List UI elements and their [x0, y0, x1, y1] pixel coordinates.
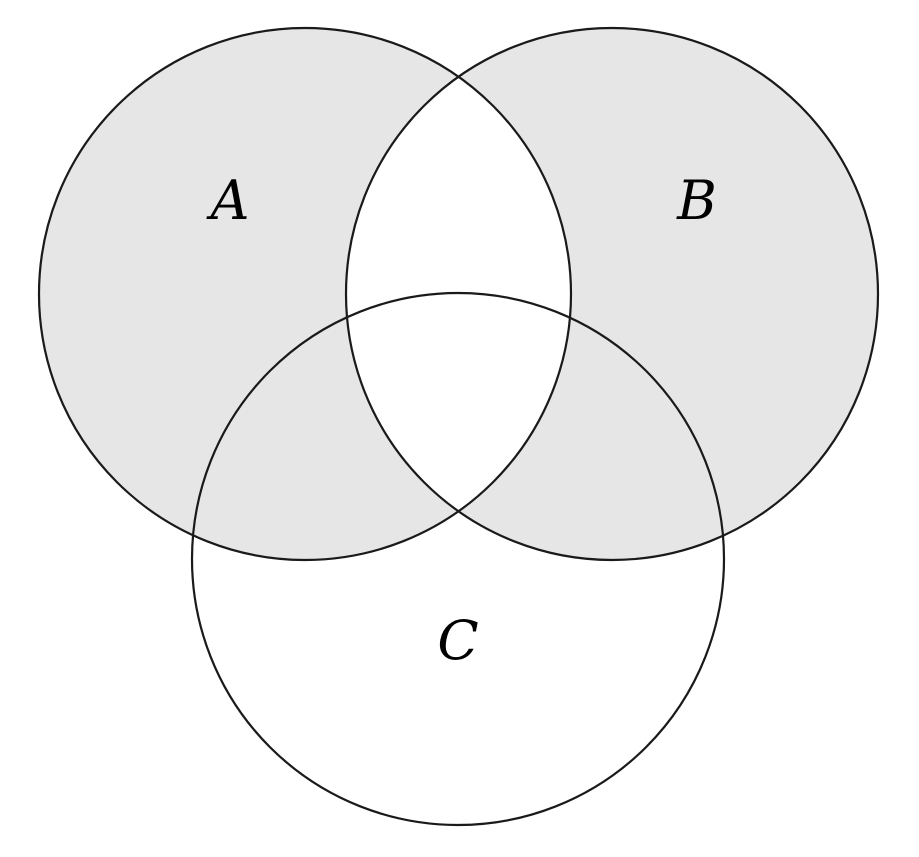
- set-label-c: C: [437, 609, 478, 672]
- set-label-b: B: [676, 169, 717, 232]
- set-label-group: A B C: [206, 169, 717, 672]
- set-label-a: A: [206, 169, 250, 232]
